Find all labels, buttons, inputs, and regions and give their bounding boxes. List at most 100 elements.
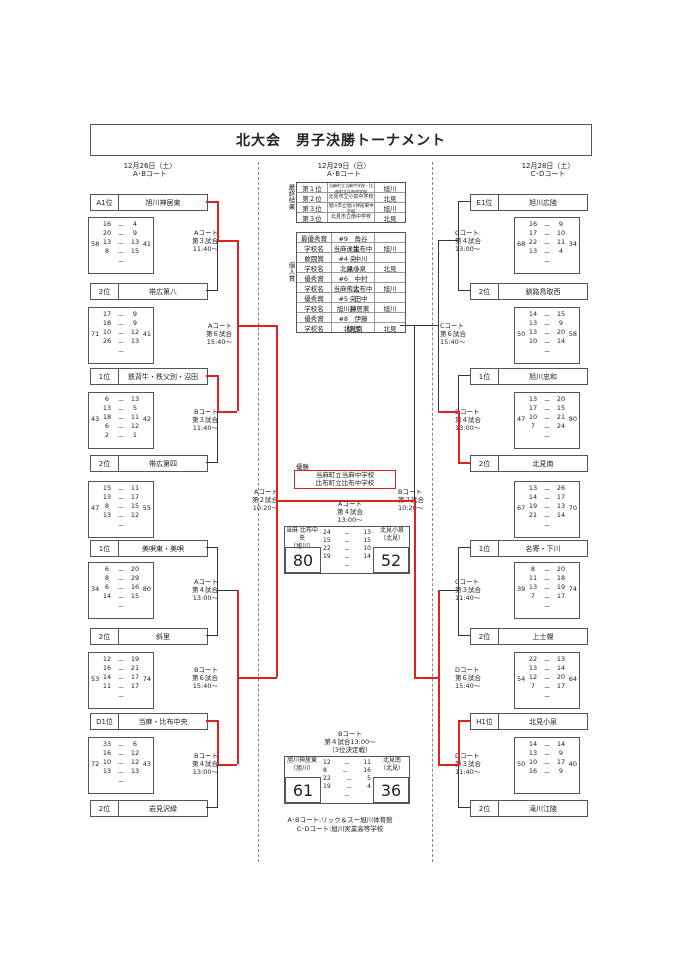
- score-quarter: 13－9: [527, 319, 567, 329]
- score-extra-dash: －: [543, 348, 551, 356]
- quarter-score-b: 11: [130, 484, 140, 492]
- score-quarter: 6－13: [101, 395, 141, 405]
- third-game-info: Bコート 第４試合13:00～ （3位決定戦）: [324, 730, 376, 754]
- header-right-date: 12月28日（土）: [521, 162, 575, 170]
- quarter-score-a: 12: [102, 655, 112, 663]
- total-right: 40: [568, 760, 577, 768]
- game-court: Aコート: [208, 322, 232, 330]
- quarter-dash: －: [543, 339, 551, 347]
- quarter-score-a: 7: [530, 682, 536, 690]
- total-left: 54: [517, 675, 526, 683]
- team-name: 斜里: [156, 632, 170, 641]
- score-extra-dash: －: [117, 522, 125, 530]
- header-center: 12月29日（日） A･Bコート: [284, 162, 404, 178]
- quarter-score-a: 12: [528, 673, 538, 681]
- game-game: 第６試合: [192, 674, 218, 682]
- quarter-score-b: 17: [556, 758, 566, 766]
- quarter-dash: －: [117, 513, 125, 521]
- quarter-score-a: 16: [528, 220, 538, 228]
- quarter-score-b: 15: [556, 310, 566, 318]
- score-quarter: 10－12: [101, 758, 141, 768]
- total-left: 47: [517, 415, 526, 423]
- quarter-dash: －: [543, 742, 551, 750]
- game-time: 15:40～: [192, 682, 218, 690]
- quarter-dash: －: [117, 495, 125, 503]
- quarter-score-a: 18: [102, 319, 112, 327]
- game-time: 11:40～: [455, 768, 481, 776]
- quarter-score-b: 9: [132, 319, 138, 327]
- score-extra: －: [527, 520, 567, 530]
- team-box: 2位釧路鳥取西: [470, 283, 588, 300]
- total-left: 43: [91, 415, 100, 423]
- score-extra-dash: －: [543, 603, 551, 611]
- quarter-score-b: 10: [556, 229, 566, 237]
- quarter-score-b: 4: [558, 247, 564, 255]
- quarter-dash: －: [117, 742, 125, 750]
- individual-awards-label: 個人賞: [287, 262, 295, 282]
- score-quarter: 16－21: [101, 664, 141, 674]
- quarter-score-a: 6: [104, 395, 110, 403]
- quarter-score-a: 33: [102, 740, 112, 748]
- score-quarter: 17－10: [527, 229, 567, 239]
- team-name: 旭川広陵: [529, 198, 557, 207]
- quarter-score-a: 14: [102, 592, 112, 600]
- team-name: 帯広第四: [149, 459, 177, 468]
- quarter-score-b: 9: [558, 749, 564, 757]
- third-left-score: 61: [285, 777, 321, 803]
- header-left-court: A･Bコート: [132, 170, 168, 178]
- quarter-dash: －: [543, 495, 551, 503]
- quarter-score-a: 8: [104, 247, 110, 255]
- quarter-score-b: 12: [130, 422, 140, 430]
- score-extra: －: [101, 520, 141, 530]
- score-quarter: 13－13: [101, 238, 141, 248]
- team-box: D1位当麻・比布中央: [90, 713, 208, 730]
- quarter-score-a: 14: [528, 493, 538, 501]
- score-extra: －: [101, 346, 141, 356]
- quarter-dash: －: [117, 249, 125, 257]
- quarter-score-b: 17: [130, 673, 140, 681]
- quarter-score-a: 10: [102, 758, 112, 766]
- bracket-line: [237, 325, 277, 327]
- header-center-date: 12月29日（日）: [317, 162, 371, 170]
- score-quarter: 21－14: [527, 511, 567, 521]
- team-name: 岩見沢緑: [149, 804, 177, 813]
- quarter-score-b: 12: [130, 749, 140, 757]
- bracket-line: [237, 677, 277, 679]
- team-rank: 2位: [91, 801, 119, 816]
- quarter-score-b: 14: [556, 740, 566, 748]
- quarter-score-b: 19: [130, 655, 140, 663]
- quarter-score-a: 6: [104, 583, 110, 591]
- quarter-score-a: 13: [102, 238, 112, 246]
- third-right-name: 北見南: [382, 757, 401, 764]
- bracket-line: [206, 635, 218, 636]
- quarter-score-b: 14: [556, 664, 566, 672]
- quarter-score-b: 11: [556, 238, 566, 246]
- total-left: 68: [517, 240, 526, 248]
- game-time: 10:20～: [252, 504, 278, 512]
- team-name: 美唄東・美唄: [142, 544, 184, 553]
- champion-box: 当麻町立当麻中学校 比布町立比布中学校: [294, 470, 396, 489]
- quarter-score-a: 13: [528, 664, 538, 672]
- quarter-score-a: 21: [528, 511, 538, 519]
- game-game: 第３試合: [192, 237, 218, 245]
- quarter-score-a: 7: [530, 592, 536, 600]
- score-quarter: 14－17: [101, 673, 141, 683]
- divider-left: [258, 162, 259, 862]
- quarter-dash: －: [543, 576, 551, 584]
- score-quarter: 14－14: [527, 740, 567, 750]
- quarter-dash: －: [117, 666, 125, 674]
- team-rank: E1位: [471, 195, 499, 210]
- game-court: Dコート: [455, 752, 480, 760]
- score-quarter: 10－17: [527, 758, 567, 768]
- game-time: 13:00～: [455, 245, 481, 253]
- team-box: 2位滝川江陵: [470, 800, 588, 817]
- game-time: 11:40～: [192, 424, 218, 432]
- quarter-dash: －: [543, 657, 551, 665]
- quarter-score-b: 12: [130, 511, 140, 519]
- quarter-score-a: 13: [528, 583, 538, 591]
